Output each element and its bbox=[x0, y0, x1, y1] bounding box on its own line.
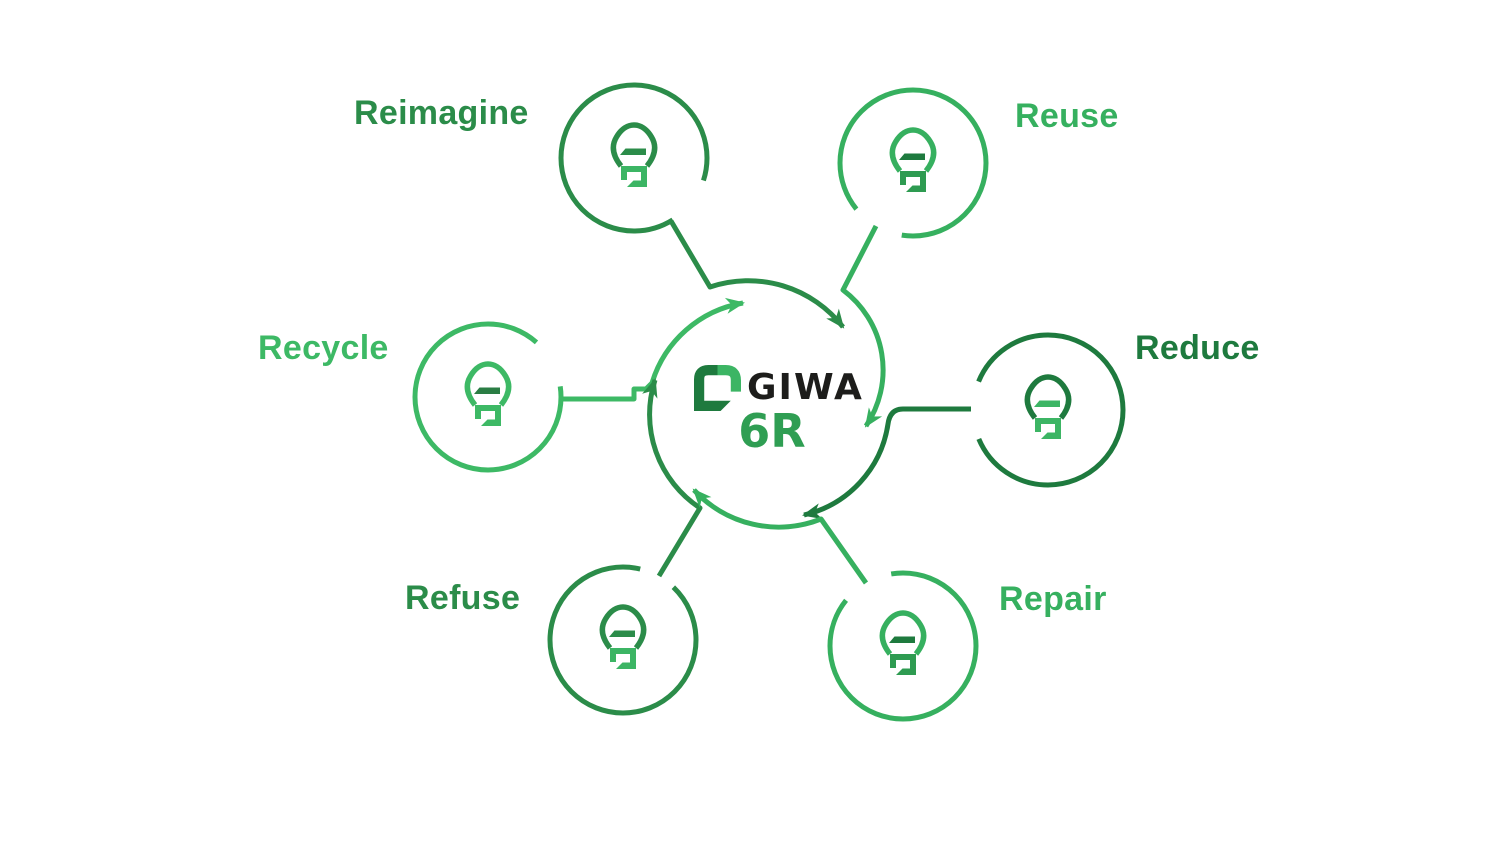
cycle-flow-arrows bbox=[561, 219, 971, 585]
lightbulb-icon bbox=[1027, 377, 1069, 439]
center-6r-label: 6R bbox=[738, 404, 806, 458]
repair-flow-arrow bbox=[692, 488, 869, 585]
center-logo: GIWA bbox=[694, 364, 864, 411]
giwa-leaf-logo-icon bbox=[694, 365, 741, 411]
reduce-label: Reduce bbox=[1135, 329, 1260, 367]
lightbulb-icon bbox=[613, 125, 655, 187]
recycle-circle bbox=[412, 321, 564, 473]
repair-label: Repair bbox=[999, 580, 1107, 618]
reduce-flow-arrow bbox=[802, 406, 971, 519]
lightbulb-icon bbox=[602, 607, 644, 669]
reimagine-label: Reimagine bbox=[354, 94, 529, 132]
refuse-circle bbox=[547, 564, 699, 716]
repair-circle bbox=[827, 570, 979, 722]
reuse-circle bbox=[837, 87, 989, 239]
node-circles bbox=[412, 82, 1126, 722]
lightbulb-icon bbox=[467, 364, 509, 426]
reduce-circle bbox=[970, 332, 1126, 488]
reuse-flow-arrow bbox=[840, 224, 886, 428]
refuse-flow-arrow bbox=[642, 378, 703, 578]
recycle-label: Recycle bbox=[258, 329, 389, 367]
lightbulb-icon bbox=[882, 613, 924, 675]
reuse-label: Reuse bbox=[1015, 97, 1119, 135]
reimagine-flow-arrow bbox=[668, 219, 845, 329]
lightbulb-icon bbox=[892, 130, 934, 192]
brand-wordmark: GIWA bbox=[747, 366, 864, 408]
refuse-label: Refuse bbox=[405, 579, 521, 617]
reimagine-circle bbox=[558, 82, 710, 234]
